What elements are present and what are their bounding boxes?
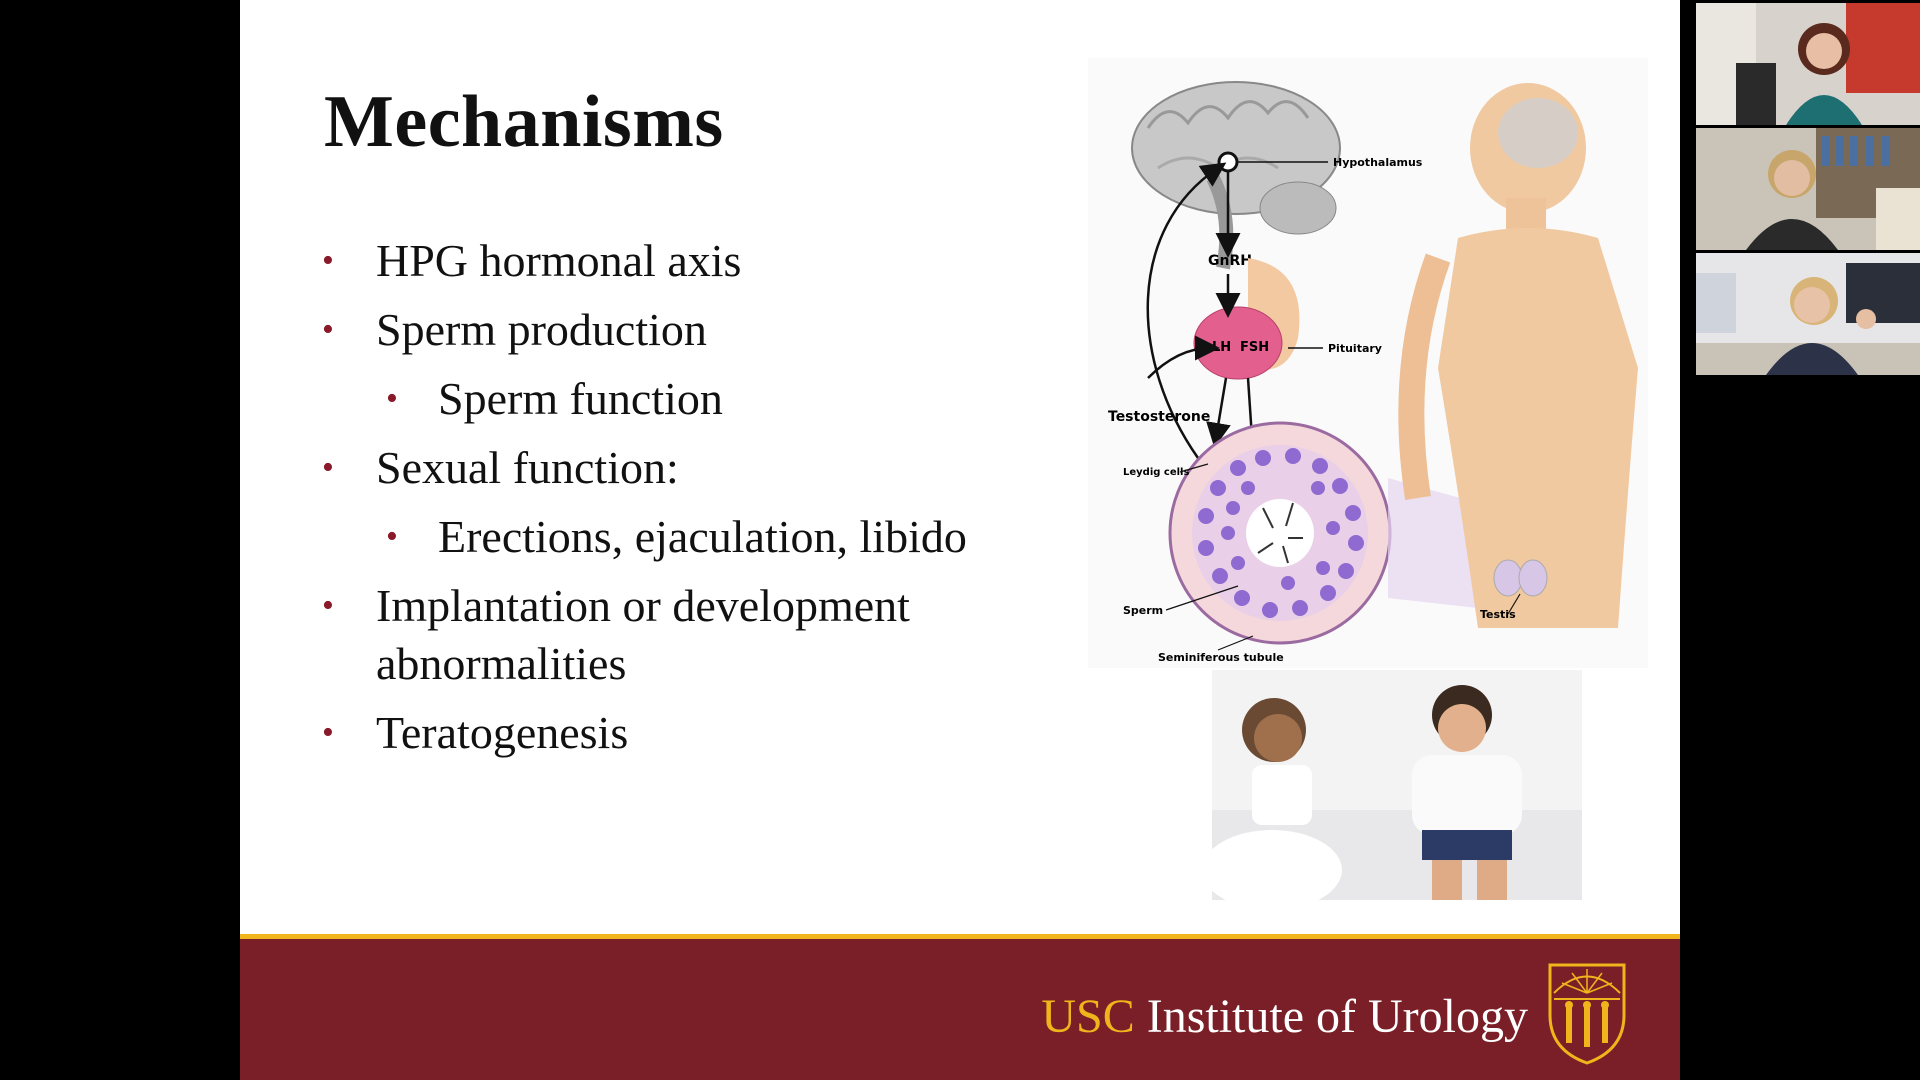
bullet-dot: •	[322, 242, 334, 279]
feedback-arrow	[1146, 162, 1227, 459]
gnrh-label: GnRH	[1208, 253, 1252, 269]
fsh-label: FSH	[1240, 340, 1269, 355]
slide-title: Mechanisms	[324, 81, 724, 163]
bullet-dot: •	[322, 587, 334, 624]
bullet-dot: •	[386, 518, 398, 555]
bullet-dot: •	[386, 380, 398, 417]
bullet-item-sub: • Erections, ejaculation, libido	[324, 508, 1144, 566]
bullet-item: • Sexual function:	[322, 439, 1144, 497]
leydig-label: Leydig cells	[1123, 467, 1189, 478]
bullet-item: • Sperm production	[322, 301, 1144, 359]
testosterone-label: Testosterone	[1108, 409, 1210, 425]
bullet-dot: •	[322, 449, 334, 486]
participant-video-1[interactable]	[1696, 3, 1920, 125]
participant-video-3[interactable]	[1696, 253, 1920, 375]
hypothalamus-label: Hypothalamus	[1333, 156, 1423, 169]
participant-video-2[interactable]	[1696, 128, 1920, 250]
usc-text: USC	[1041, 990, 1135, 1043]
hpg-axis-diagram: Hypothalamus GnRH LH FSH Pituitary Testo…	[1088, 58, 1648, 668]
bullet-text: Sperm function	[438, 373, 723, 424]
bullet-text: Sperm production	[376, 304, 707, 355]
seminiferous-label: Seminiferous tubule	[1158, 651, 1284, 664]
bullet-item: • Teratogenesis	[322, 704, 1144, 762]
bullet-text: HPG hormonal axis	[376, 235, 742, 286]
footer-institute-name: USC Institute of Urology	[1041, 989, 1528, 1044]
hypothalamus-marker	[1217, 151, 1239, 173]
male-body-illustration	[1398, 83, 1638, 628]
bullet-item: • HPG hormonal axis	[322, 232, 1144, 290]
pituitary-label: Pituitary	[1328, 342, 1382, 355]
bullet-dot: •	[322, 714, 334, 751]
presentation-slide: Mechanisms • HPG hormonal axis • Sperm p…	[240, 0, 1680, 1080]
slide-footer: USC Institute of Urology	[240, 934, 1680, 1080]
brain-illustration	[1131, 81, 1341, 270]
institute-text: Institute of Urology	[1134, 990, 1528, 1043]
bullet-item: • Implantation or development abnormalit…	[322, 577, 1144, 693]
bullet-text: Implantation or development abnormalitie…	[376, 580, 910, 689]
participant-video-strip	[1696, 0, 1920, 380]
testis-label: Testis	[1480, 608, 1516, 621]
lh-label: LH	[1212, 340, 1231, 355]
sperm-label: Sperm	[1123, 604, 1163, 617]
bullet-list: • HPG hormonal axis • Sperm production •…	[322, 232, 1144, 773]
bullet-text: Teratogenesis	[376, 707, 629, 758]
bullet-text: Sexual function:	[376, 442, 679, 493]
bullet-dot: •	[322, 311, 334, 348]
bullet-text: Erections, ejaculation, libido	[438, 511, 967, 562]
couple-photo	[1212, 670, 1582, 900]
bullet-item-sub: • Sperm function	[324, 370, 1144, 428]
usc-seal-icon	[1548, 963, 1626, 1065]
